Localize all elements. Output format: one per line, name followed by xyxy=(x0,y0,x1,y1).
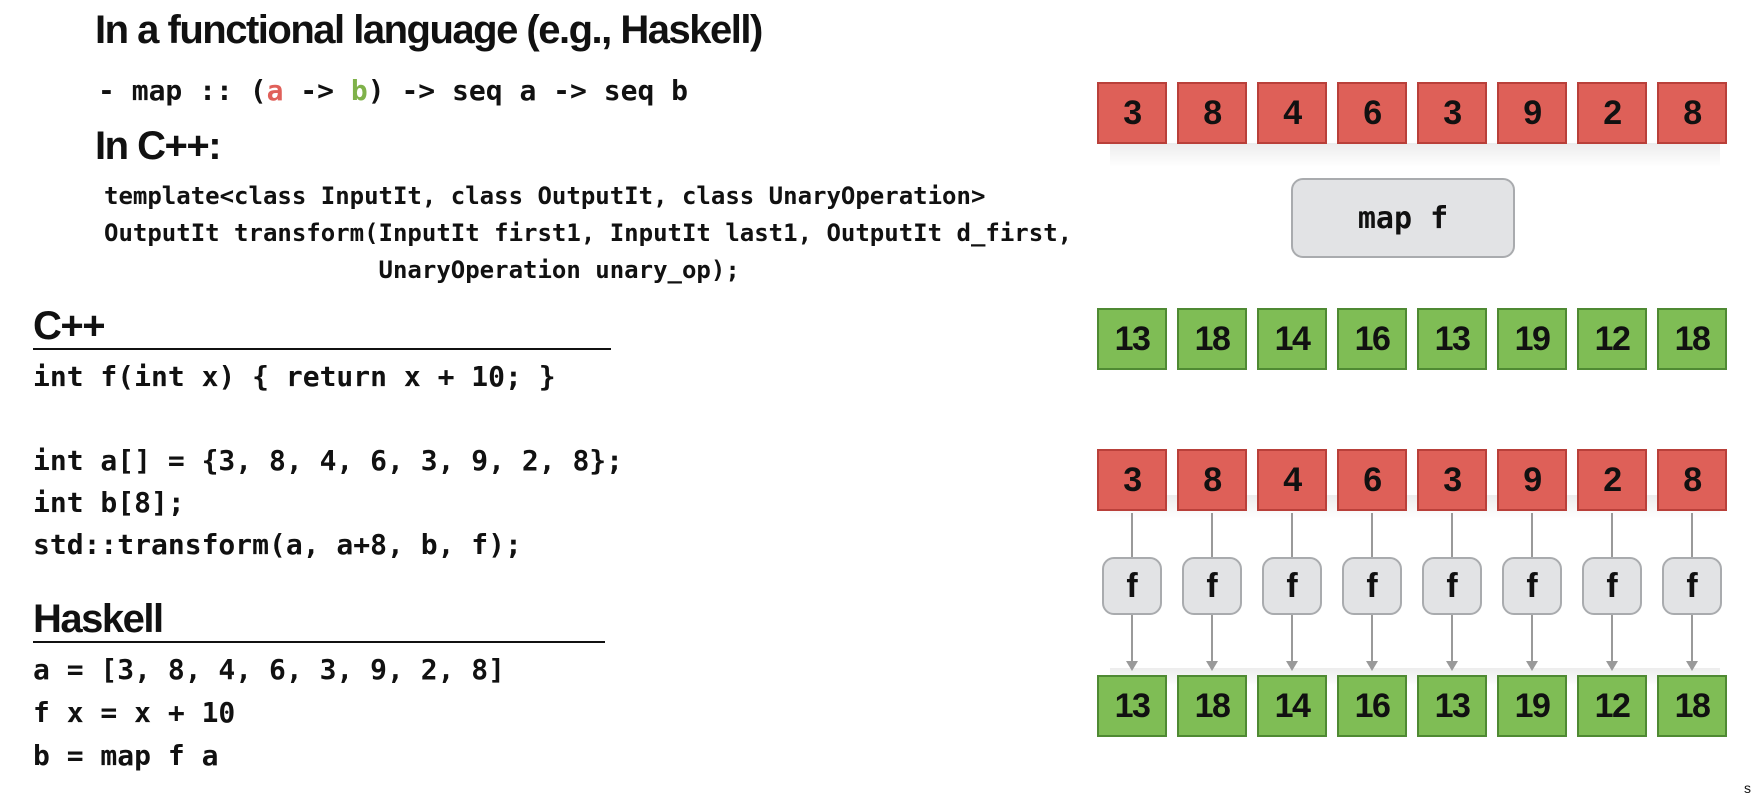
haskell-heading-rule xyxy=(33,641,605,643)
output-cell: 13 xyxy=(1097,675,1167,737)
heading-haskell: Haskell xyxy=(33,597,164,641)
connector-line xyxy=(1131,615,1133,663)
connector-line xyxy=(1211,513,1213,558)
arrow-down-icon xyxy=(1606,661,1618,671)
connector-line xyxy=(1531,615,1533,663)
f-op-box: f xyxy=(1422,557,1482,615)
cpp-code-line: int f(int x) { return x + 10; } xyxy=(33,360,556,393)
connector-line xyxy=(1691,513,1693,558)
haskell-code-line: a = [3, 8, 4, 6, 3, 9, 2, 8] xyxy=(33,653,506,686)
signature-type-a: a xyxy=(266,74,284,107)
output-cell: 12 xyxy=(1577,308,1647,370)
input-cell: 2 xyxy=(1577,449,1647,511)
row-shadow xyxy=(1110,143,1720,167)
cpp-template-line: OutputIt transform(InputIt first1, Input… xyxy=(104,219,1073,247)
output-cell: 16 xyxy=(1337,308,1407,370)
map-f-box: map f xyxy=(1291,178,1515,258)
haskell-code-line: f x = x + 10 xyxy=(33,696,236,729)
output-cell: 18 xyxy=(1657,308,1727,370)
corner-text: s xyxy=(1744,780,1751,796)
arrow-down-icon xyxy=(1126,661,1138,671)
haskell-code-line: b = map f a xyxy=(33,739,219,772)
output-cell: 19 xyxy=(1497,308,1567,370)
connector-line xyxy=(1611,513,1613,558)
cpp-template-line: template<class InputIt, class OutputIt, … xyxy=(104,182,986,210)
arrow-down-icon xyxy=(1366,661,1378,671)
input-cell: 8 xyxy=(1177,449,1247,511)
map-signature: - map :: (a -> b) -> seq a -> seq b xyxy=(98,74,688,107)
heading-cpp: C++ xyxy=(33,304,106,348)
input-cell: 4 xyxy=(1257,82,1327,144)
arrow-down-icon xyxy=(1526,661,1538,671)
signature-arrow: -> xyxy=(283,74,351,107)
signature-type-b: b xyxy=(350,74,368,107)
cpp-heading-rule xyxy=(33,348,611,350)
input-cell: 3 xyxy=(1097,449,1167,511)
output-cell: 12 xyxy=(1577,675,1647,737)
connector-line xyxy=(1291,513,1293,558)
input-cell: 8 xyxy=(1657,82,1727,144)
arrow-down-icon xyxy=(1286,661,1298,671)
connector-line xyxy=(1131,513,1133,558)
output-cell: 14 xyxy=(1257,675,1327,737)
output-cell: 13 xyxy=(1097,308,1167,370)
f-op-box: f xyxy=(1342,557,1402,615)
output-cell: 14 xyxy=(1257,308,1327,370)
output-cell: 18 xyxy=(1657,675,1727,737)
input-cell: 9 xyxy=(1497,82,1567,144)
f-op-box: f xyxy=(1182,557,1242,615)
heading-cpp-intro: In C++: xyxy=(95,124,222,168)
connector-line xyxy=(1371,615,1373,663)
f-op-box: f xyxy=(1582,557,1642,615)
output-cell: 19 xyxy=(1497,675,1567,737)
input-cell: 6 xyxy=(1337,449,1407,511)
f-op-box: f xyxy=(1502,557,1562,615)
cpp-code-line: std::transform(a, a+8, b, f); xyxy=(33,528,522,561)
cpp-code-block: int f(int x) { return x + 10; } int a[] … xyxy=(33,356,623,566)
output-cell: 18 xyxy=(1177,308,1247,370)
input-cell: 9 xyxy=(1497,449,1567,511)
input-cell: 2 xyxy=(1577,82,1647,144)
arrow-down-icon xyxy=(1686,661,1698,671)
output-cell: 13 xyxy=(1417,308,1487,370)
heading-functional: In a functional language (e.g., Haskell) xyxy=(95,8,763,52)
signature-suffix: ) -> seq a -> seq b xyxy=(367,74,689,107)
connector-line xyxy=(1371,513,1373,558)
cpp-template-block: template<class InputIt, class OutputIt, … xyxy=(104,178,1072,289)
cpp-code-line: int b[8]; xyxy=(33,486,185,519)
input-cell: 8 xyxy=(1657,449,1727,511)
input-cell: 3 xyxy=(1097,82,1167,144)
connector-line xyxy=(1451,513,1453,558)
arrow-down-icon xyxy=(1206,661,1218,671)
haskell-code-block: a = [3, 8, 4, 6, 3, 9, 2, 8] f x = x + 10… xyxy=(33,648,505,777)
connector-line xyxy=(1211,615,1213,663)
cpp-code-line xyxy=(33,398,623,440)
output-cell: 18 xyxy=(1177,675,1247,737)
cpp-code-line: int a[] = {3, 8, 4, 6, 3, 9, 2, 8}; xyxy=(33,444,624,477)
output-cell: 16 xyxy=(1337,675,1407,737)
connector-line xyxy=(1291,615,1293,663)
connector-line xyxy=(1691,615,1693,663)
signature-prefix: - map :: ( xyxy=(98,74,267,107)
connector-line xyxy=(1611,615,1613,663)
input-cell: 3 xyxy=(1417,82,1487,144)
input-cell: 3 xyxy=(1417,449,1487,511)
arrow-down-icon xyxy=(1446,661,1458,671)
input-cell: 6 xyxy=(1337,82,1407,144)
connector-line xyxy=(1451,615,1453,663)
output-cell: 13 xyxy=(1417,675,1487,737)
f-op-box: f xyxy=(1102,557,1162,615)
connector-line xyxy=(1531,513,1533,558)
input-cell: 4 xyxy=(1257,449,1327,511)
f-op-box: f xyxy=(1662,557,1722,615)
cpp-template-line: UnaryOperation unary_op); xyxy=(104,256,740,284)
f-op-box: f xyxy=(1262,557,1322,615)
input-cell: 8 xyxy=(1177,82,1247,144)
